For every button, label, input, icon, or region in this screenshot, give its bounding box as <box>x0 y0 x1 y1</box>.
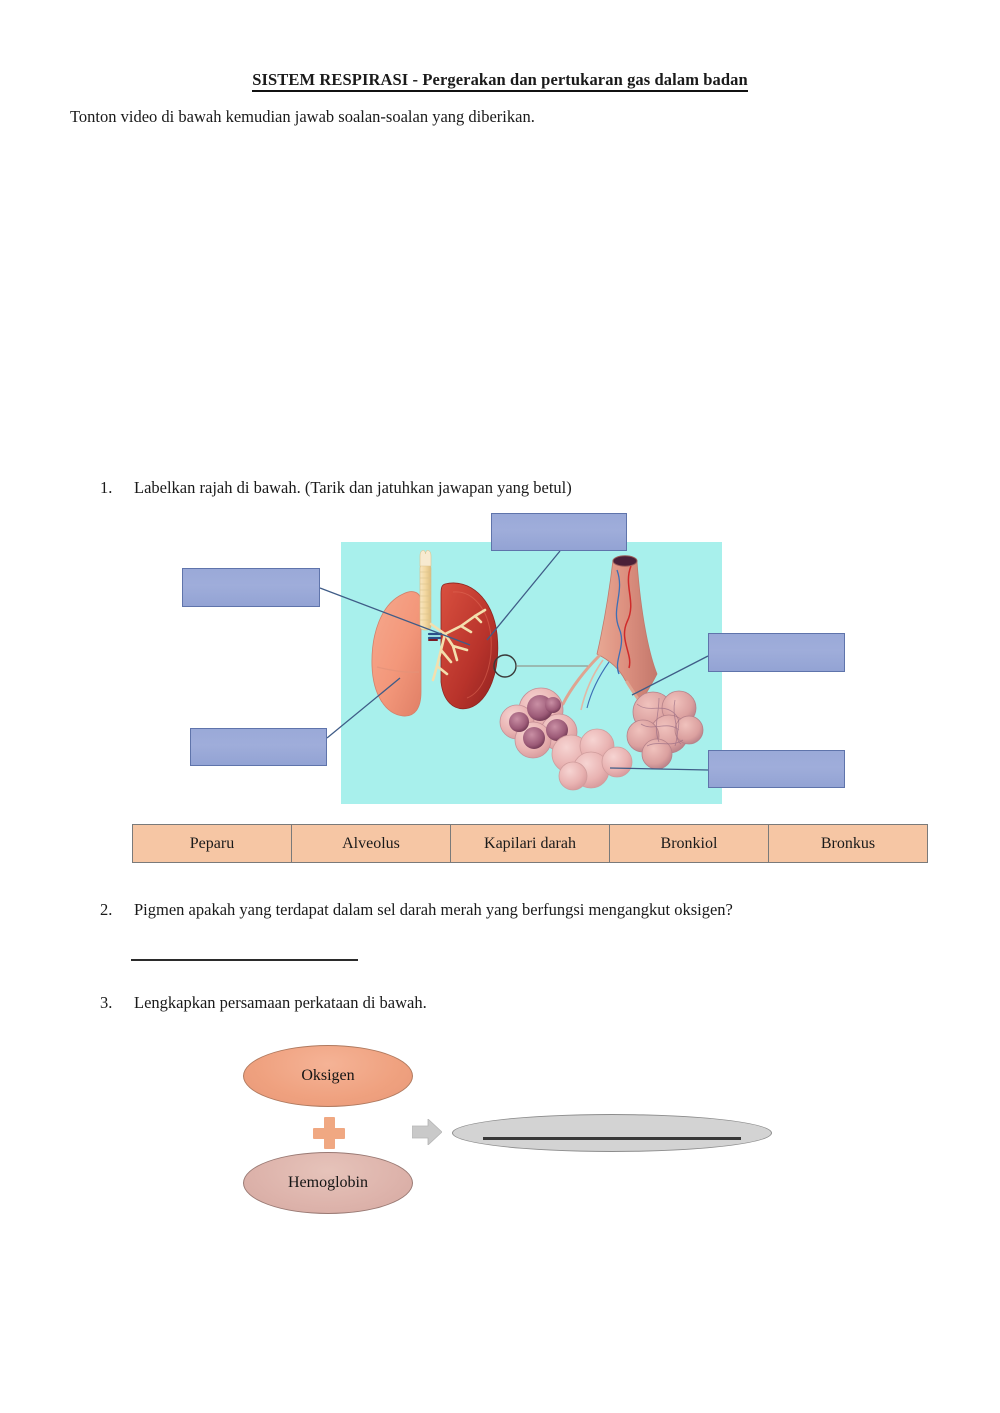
word-bank-option-alveolus[interactable]: Alveolus <box>292 825 451 862</box>
drop-box-left-lower[interactable] <box>190 728 327 766</box>
word-bank-option-peparu[interactable]: Peparu <box>133 825 292 862</box>
equation-result-blank[interactable] <box>452 1114 772 1152</box>
question-2-text: Pigmen apakah yang terdapat dalam sel da… <box>134 900 733 919</box>
label-diagram-area <box>0 500 1000 820</box>
result-answer-rule <box>483 1137 741 1140</box>
question-2-answer-line[interactable] <box>131 959 358 961</box>
equation-term-oksigen: Oksigen <box>243 1045 413 1107</box>
word-bank-option-bronkus[interactable]: Bronkus <box>769 825 927 862</box>
arrow-right-icon <box>411 1118 443 1146</box>
question-1: 1. Labelkan rajah di bawah. (Tarik dan j… <box>100 478 572 498</box>
drop-box-top[interactable] <box>491 513 627 551</box>
question-3-number: 3. <box>100 993 113 1012</box>
question-3-text: Lengkapkan persamaan perkataan di bawah. <box>134 993 427 1012</box>
drop-box-right-lower[interactable] <box>708 750 845 788</box>
equation-term-hemoglobin: Hemoglobin <box>243 1152 413 1214</box>
intro-instruction: Tonton video di bawah kemudian jawab soa… <box>70 107 535 126</box>
word-bank: Peparu Alveolus Kapilari darah Bronkiol … <box>132 824 928 863</box>
page-title-text: SISTEM RESPIRASI - Pergerakan dan pertuk… <box>252 70 748 92</box>
drop-box-left-upper[interactable] <box>182 568 320 607</box>
question-1-number: 1. <box>100 478 113 497</box>
question-1-text: Labelkan rajah di bawah. (Tarik dan jatu… <box>134 478 572 497</box>
question-2-number: 2. <box>100 900 113 919</box>
drop-box-right-upper[interactable] <box>708 633 845 672</box>
word-bank-option-kapilari-darah[interactable]: Kapilari darah <box>451 825 610 862</box>
respiratory-system-illustration <box>371 550 704 791</box>
word-bank-option-bronkiol[interactable]: Bronkiol <box>610 825 769 862</box>
question-3: 3. Lengkapkan persamaan perkataan di baw… <box>100 993 427 1013</box>
question-2: 2. Pigmen apakah yang terdapat dalam sel… <box>100 900 733 920</box>
respiratory-system-image <box>341 542 722 804</box>
plus-icon <box>313 1117 345 1149</box>
page-title: SISTEM RESPIRASI - Pergerakan dan pertuk… <box>0 70 1000 92</box>
